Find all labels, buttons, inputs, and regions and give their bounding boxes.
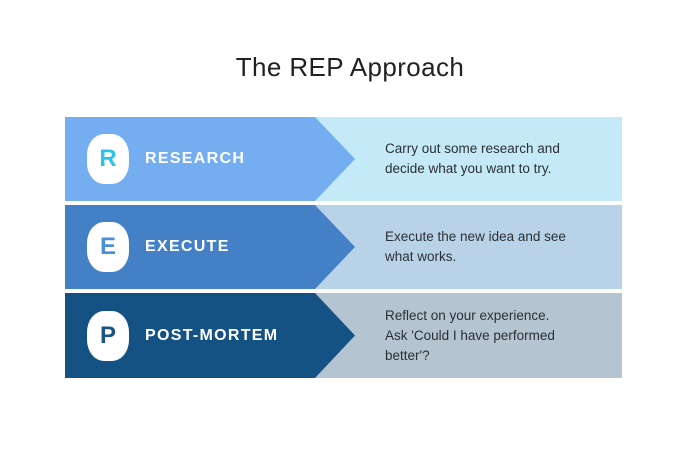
row-badge-letter: R bbox=[99, 145, 117, 172]
page-title: The REP Approach bbox=[235, 52, 465, 82]
rep-row-execute[interactable]: E EXECUTE Execute the new idea and see w… bbox=[65, 205, 622, 289]
row-description-line: Carry out some research and bbox=[385, 141, 560, 156]
row-label: RESEARCH bbox=[145, 150, 246, 167]
rep-approach-diagram: R RESEARCH Carry out some research and d… bbox=[65, 117, 622, 378]
row-letter-badge: R bbox=[87, 134, 129, 184]
row-badge-letter: P bbox=[99, 321, 116, 349]
row-label: POST-MORTEM bbox=[145, 326, 279, 344]
row-description-line: decide what you want to try. bbox=[385, 161, 552, 176]
row-description: Execute the new idea and see what works. bbox=[385, 227, 610, 267]
row-description-line: Ask 'Could I have performed bbox=[385, 327, 555, 343]
row-description-line: better'? bbox=[385, 347, 430, 363]
row-badge-letter: E bbox=[99, 233, 116, 260]
row-description: Carry out some research and decide what … bbox=[385, 139, 610, 179]
row-description: Reflect on your experience. Ask 'Could I… bbox=[385, 306, 610, 366]
row-letter-badge: P bbox=[87, 310, 129, 361]
row-label: EXECUTE bbox=[145, 238, 230, 255]
row-description-line: Execute the new idea and see bbox=[385, 229, 566, 244]
row-description-line: what works. bbox=[385, 249, 457, 264]
rep-row-post-mortem[interactable]: P POST-MORTEM Reflect on your experience… bbox=[65, 293, 622, 378]
row-letter-badge: E bbox=[87, 222, 129, 272]
rep-row-research[interactable]: R RESEARCH Carry out some research and d… bbox=[65, 117, 622, 201]
row-description-line: Reflect on your experience. bbox=[385, 307, 550, 323]
